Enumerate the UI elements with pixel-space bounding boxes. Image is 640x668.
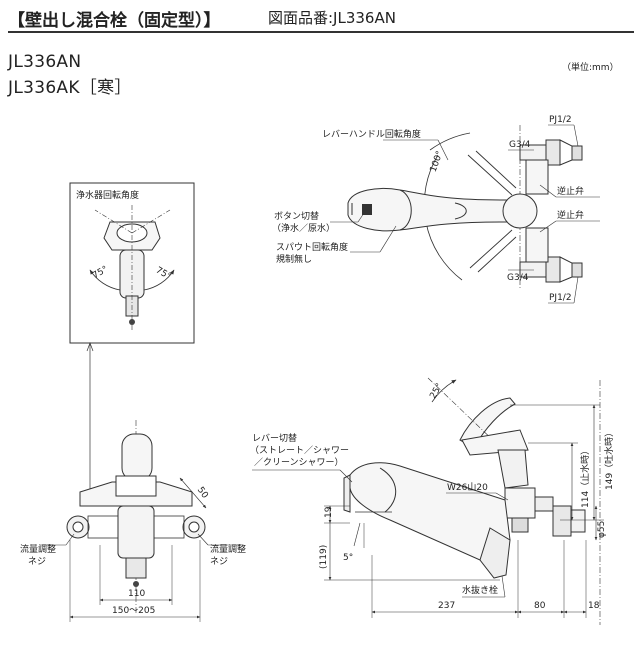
spout-rotation-label: スパウト回転角度 [276,241,348,253]
top-view: 100° [330,124,600,304]
dim-119: (119) [319,545,329,569]
pj12-top-label: PJ1/2 [549,115,572,125]
header-rule [8,31,634,33]
unit-note: （単位:mm） [562,63,619,73]
flow-screw-left-sub: ネジ [28,556,46,567]
page-title: 【壁出し混合栓（固定型）】 [8,11,221,31]
flow-screw-right-sub: ネジ [210,556,228,567]
drain-plug-label: 水抜き栓 [462,584,498,596]
lever-switch-sub2: ／クリーンシャワー） [254,457,344,468]
flow-screw-right-label: 流量調整 [210,543,246,555]
flow-screw-left-label: 流量調整 [20,543,56,555]
check-valve-top-label: 逆止弁 [557,185,584,197]
model-name-2: JL336AK［寒］ [8,78,132,98]
dim-18: 18 [588,601,600,611]
spout-rotation-sub: 規制無し [276,253,312,265]
button-switch-label: ボタン切替 [274,210,319,222]
dim-110: 110 [128,589,145,599]
front-view [40,420,240,622]
g34-bottom-label: G3/4 [507,273,529,283]
lever-switch-label: レバー切替 [252,432,297,444]
dim-150-205: 150～205 [112,606,155,616]
model-name-1: JL336AN [8,52,82,72]
lever-rotation-label: レバーハンドル回転角度 [322,128,421,140]
filter-rotation-inset: 浄水器回転角度 75° 75° [69,182,195,344]
dim-237: 237 [438,601,455,611]
angle-75-left: 75° [91,265,110,282]
dim-50: 50 [195,485,210,500]
check-valve-bottom-label: 逆止弁 [557,209,584,221]
angle-5-label: 5° [343,553,353,563]
angle-25-label: 25° [428,382,445,401]
button-switch-sub: （浄水／原水） [272,222,335,234]
angle-75-right: 75° [154,266,173,283]
dim-149: 149（吐水時） [603,428,615,490]
pj12-bottom-label: PJ1/2 [549,293,572,303]
g34-top-label: G3/4 [509,140,531,150]
side-view [252,377,604,625]
header: 【壁出し混合栓（固定型）】 図面品番:JL336AN [0,0,640,34]
dim-114: 114（止水時） [579,446,591,508]
filter-rotation-label: 浄水器回転角度 [76,189,139,201]
drawing-number: 図面品番:JL336AN [268,9,396,27]
lever-switch-sub1: （ストレート／シャワー [250,445,349,456]
dim-55: φ55 [597,521,607,538]
dim-19: 19 [324,506,334,518]
dim-80: 80 [534,601,546,611]
w26-label: W26山20 [447,482,488,493]
angle-100-label: 100° [429,150,446,174]
